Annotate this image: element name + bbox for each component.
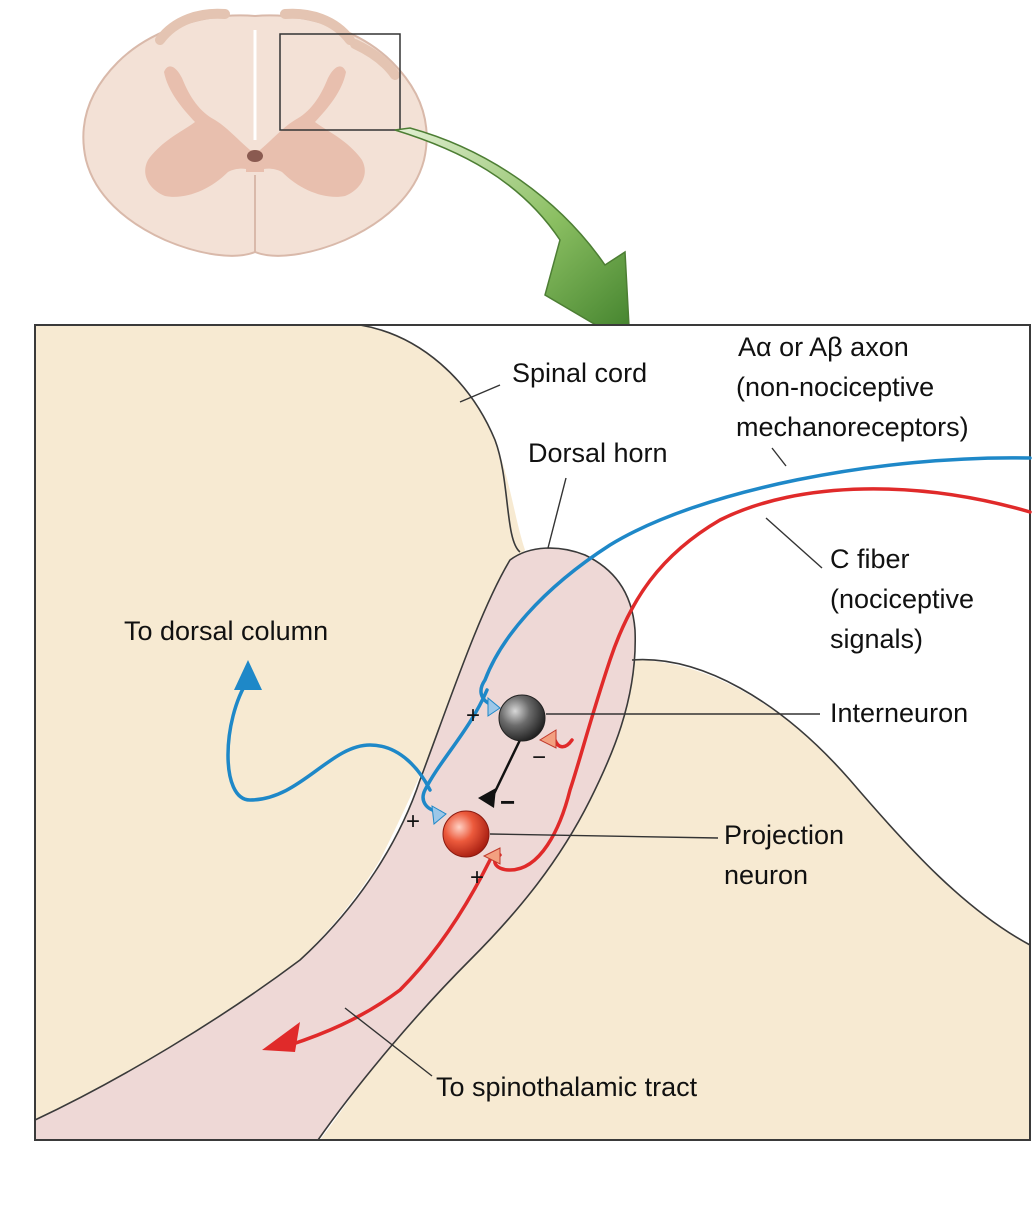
- main-panel: [34, 324, 1031, 1141]
- interneuron-cell: [498, 694, 546, 742]
- projection-neuron-cell: [442, 810, 490, 858]
- label-dorsal-horn: Dorsal horn: [528, 438, 668, 468]
- a-terminal-interneuron: [487, 696, 501, 717]
- c-terminal-projection: [482, 847, 501, 865]
- label-a-axon-line3: mechanoreceptors): [736, 412, 969, 442]
- label-c-fiber-line3: signals): [830, 624, 924, 654]
- sign-interneuron-excite: +: [466, 702, 481, 729]
- zoom-arrow: [394, 127, 631, 347]
- label-to-dorsal-column: To dorsal column: [124, 616, 329, 646]
- label-c-fiber-line2: (nociceptive: [830, 584, 975, 614]
- c-terminal-interneuron: [538, 729, 557, 749]
- cross-section-thumbnail: [82, 8, 428, 257]
- zoom-box: [279, 33, 401, 131]
- label-projection-line2: neuron: [724, 860, 809, 890]
- a-fiber-path: [226, 456, 1032, 814]
- central-canal: [247, 150, 263, 162]
- a-fiber: [226, 456, 1032, 825]
- spinothalamic-arrowhead: [262, 1022, 300, 1052]
- cross-section-gray-matter: [145, 66, 365, 197]
- label-a-axon-line1: Aα or Aβ axon: [738, 332, 909, 362]
- label-projection-line1: Projection: [724, 820, 845, 850]
- sign-interneuron-inhibit: −: [532, 744, 547, 771]
- label-c-fiber-line1: C fiber: [830, 544, 910, 574]
- label-a-axon-line2: (non-nociceptive: [736, 372, 935, 402]
- interneuron-axon: [490, 739, 522, 799]
- label-to-spinothalamic: To spinothalamic tract: [436, 1072, 698, 1102]
- label-spinal-cord: Spinal cord: [512, 358, 648, 388]
- inhibitory-terminal: [478, 788, 496, 808]
- sign-projection-excite-a: +: [406, 808, 421, 835]
- dorsal-column-arrowhead: [234, 660, 262, 690]
- white-matter-left: [35, 325, 525, 1140]
- label-interneuron: Interneuron: [830, 698, 969, 728]
- white-matter-right: [320, 660, 1030, 1140]
- sign-projection-excite-c: +: [470, 864, 485, 891]
- sign-inhibitory-synapse: −: [500, 787, 516, 817]
- a-terminal-projection: [431, 805, 447, 825]
- leader-lines: [344, 384, 823, 1077]
- c-fiber: [262, 487, 1032, 1052]
